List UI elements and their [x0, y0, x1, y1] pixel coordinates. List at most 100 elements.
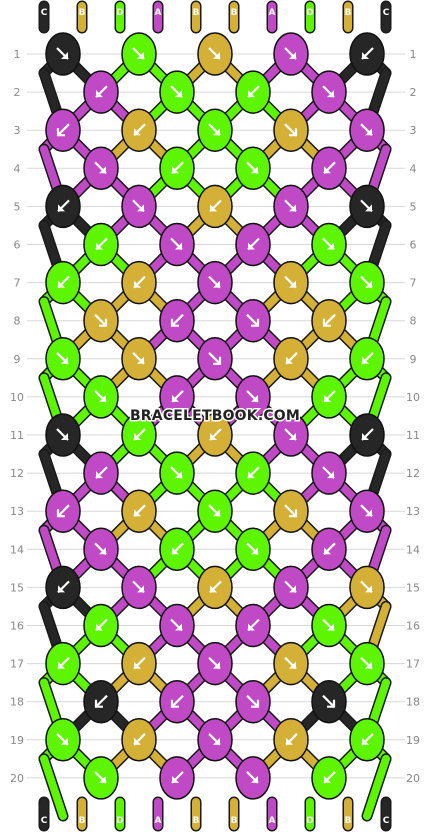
knot-direction-arrow [247, 85, 260, 98]
top-strand-label: C [383, 8, 390, 18]
knot-direction-arrow [94, 542, 107, 556]
knot-direction-arrow [94, 771, 107, 784]
row-number-left: 18 [10, 696, 24, 709]
row-number-left: 20 [10, 772, 24, 785]
knot [349, 718, 385, 762]
knot-direction-arrow [94, 390, 107, 403]
bottom-strand-label: A [155, 816, 162, 826]
bottom-strand-label: C [41, 816, 48, 826]
knot [121, 489, 157, 533]
row-number-left: 12 [10, 467, 24, 480]
knot [121, 718, 157, 762]
knot [159, 603, 195, 648]
row-number-right: 19 [406, 734, 420, 747]
knot-direction-arrow [57, 656, 70, 670]
knot [235, 146, 271, 191]
row-number-right: 7 [410, 277, 417, 290]
knot [311, 451, 347, 495]
strand-segment [40, 754, 67, 820]
row-number-left: 16 [10, 620, 24, 633]
knot-direction-arrow [132, 47, 145, 60]
knot [121, 641, 157, 686]
knot-direction-arrow [57, 580, 70, 594]
knot [311, 146, 347, 191]
top-strand-label: A [155, 8, 162, 18]
knot-direction-arrow [323, 771, 336, 784]
knot-direction-arrow [284, 47, 297, 60]
knot [349, 184, 385, 229]
knot-direction-arrow [171, 390, 184, 403]
knot-direction-arrow [323, 542, 336, 556]
knot-direction-arrow [132, 199, 145, 213]
knot [311, 756, 347, 800]
knot-direction-arrow [94, 313, 108, 327]
knot-direction-arrow [56, 47, 69, 60]
row-number-right: 4 [410, 162, 417, 175]
knot-direction-arrow [170, 618, 183, 632]
knot-direction-arrow [208, 123, 221, 136]
row-number-left: 9 [14, 353, 21, 366]
knot [349, 489, 385, 533]
knot [83, 756, 119, 800]
knot-direction-arrow [208, 656, 221, 670]
knot-direction-arrow [284, 275, 297, 289]
knot [273, 108, 309, 152]
knot-direction-arrow [361, 733, 374, 746]
knot-direction-arrow [360, 275, 373, 289]
knot [159, 222, 195, 267]
knot [273, 641, 309, 686]
top-strand-label: B [193, 8, 200, 18]
knot [45, 489, 81, 533]
knot-direction-arrow [208, 47, 221, 60]
knot-direction-arrow [322, 694, 336, 708]
knot-direction-arrow [284, 428, 297, 441]
row-number-right: 2 [410, 86, 417, 99]
knot [83, 451, 119, 495]
knot [197, 641, 233, 686]
knot-direction-arrow [208, 733, 221, 746]
row-number-left: 14 [10, 543, 24, 556]
knot [45, 108, 81, 152]
knot-direction-arrow [284, 123, 298, 137]
knot-direction-arrow [56, 504, 70, 518]
knot [159, 146, 195, 191]
knot [45, 413, 81, 457]
knot-direction-arrow [360, 504, 373, 517]
knot-direction-arrow [171, 542, 184, 556]
knot-direction-arrow [56, 123, 70, 137]
knot-direction-arrow [132, 352, 145, 365]
knot-direction-arrow [95, 618, 108, 632]
knot [159, 298, 195, 343]
knot-direction-arrow [170, 85, 183, 98]
knot [83, 527, 119, 572]
row-number-right: 11 [406, 429, 420, 442]
row-number-right: 18 [406, 696, 420, 709]
row-number-left: 6 [14, 239, 21, 252]
knot [197, 260, 233, 305]
knot [159, 679, 195, 724]
knot-direction-arrow [208, 352, 222, 365]
knot [273, 413, 309, 457]
knot-direction-arrow [208, 275, 221, 289]
knot-direction-arrow [171, 161, 184, 175]
bottom-strand-label: C [383, 816, 390, 826]
knot-direction-arrow [246, 161, 259, 175]
knot-direction-arrow [94, 694, 108, 708]
knot [83, 375, 119, 419]
row-number-left: 3 [14, 124, 21, 137]
knot-direction-arrow [133, 504, 146, 517]
row-number-left: 4 [14, 162, 21, 175]
row-number-left: 10 [10, 391, 24, 404]
knot-direction-arrow [247, 618, 260, 632]
knot [349, 337, 385, 381]
knot-direction-arrow [361, 47, 374, 60]
knot-direction-arrow [360, 656, 373, 670]
knot-direction-arrow [171, 771, 184, 784]
knot [349, 565, 385, 610]
bottom-strand-label: B [231, 816, 238, 826]
knot-direction-arrow [285, 352, 298, 365]
knot [349, 260, 385, 305]
knot-direction-arrow [284, 504, 298, 518]
